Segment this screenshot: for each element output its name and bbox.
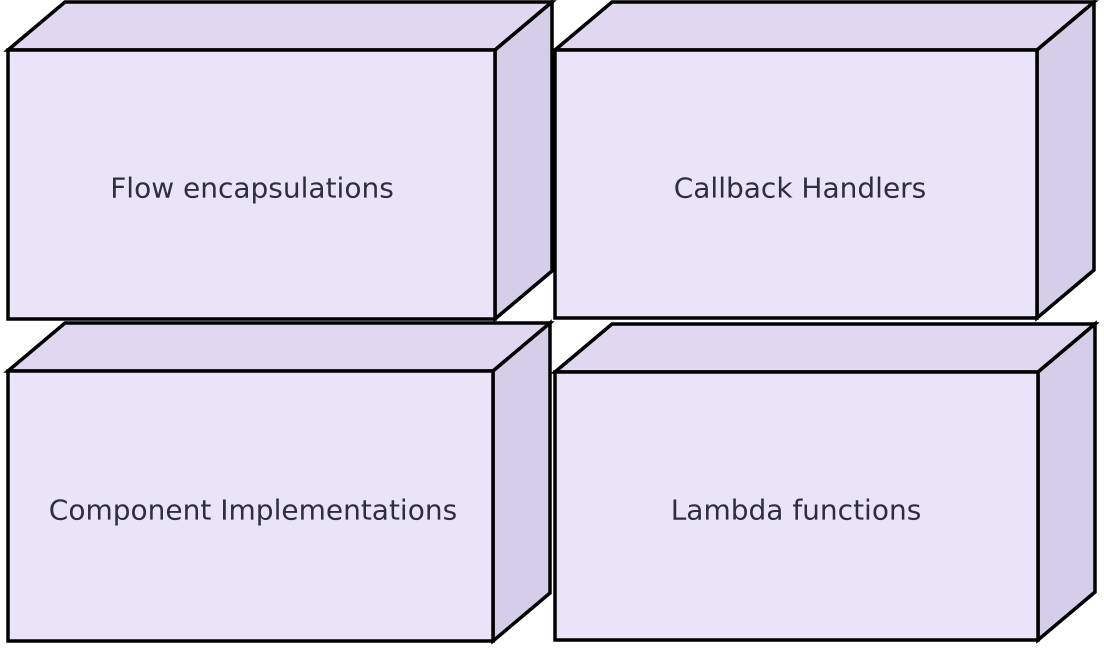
node-lambda-functions: Lambda functions [550,320,1100,644]
node-flow-encapsulations: Flow encapsulations [3,0,557,323]
node-side-face [1036,320,1097,644]
node-front-face [553,48,1039,320]
node-side-face [493,0,554,323]
node-front-face [6,48,497,321]
node-label: Lambda functions [671,494,922,527]
node-component-implementations: Component Implementations [3,319,555,645]
node-front-face [6,369,495,643]
node-front-face [553,370,1040,642]
node-top-face [3,321,555,373]
node-top-face [550,0,1099,52]
node-side-face [491,319,552,645]
node-top-face [3,0,557,52]
node-label: Flow encapsulations [110,172,394,205]
node-callback-handlers: Callback Handlers [550,0,1099,322]
node-label: Component Implementations [49,494,457,527]
node-top-face [550,322,1100,374]
node-label: Callback Handlers [674,172,927,205]
node-side-face [1035,0,1096,322]
